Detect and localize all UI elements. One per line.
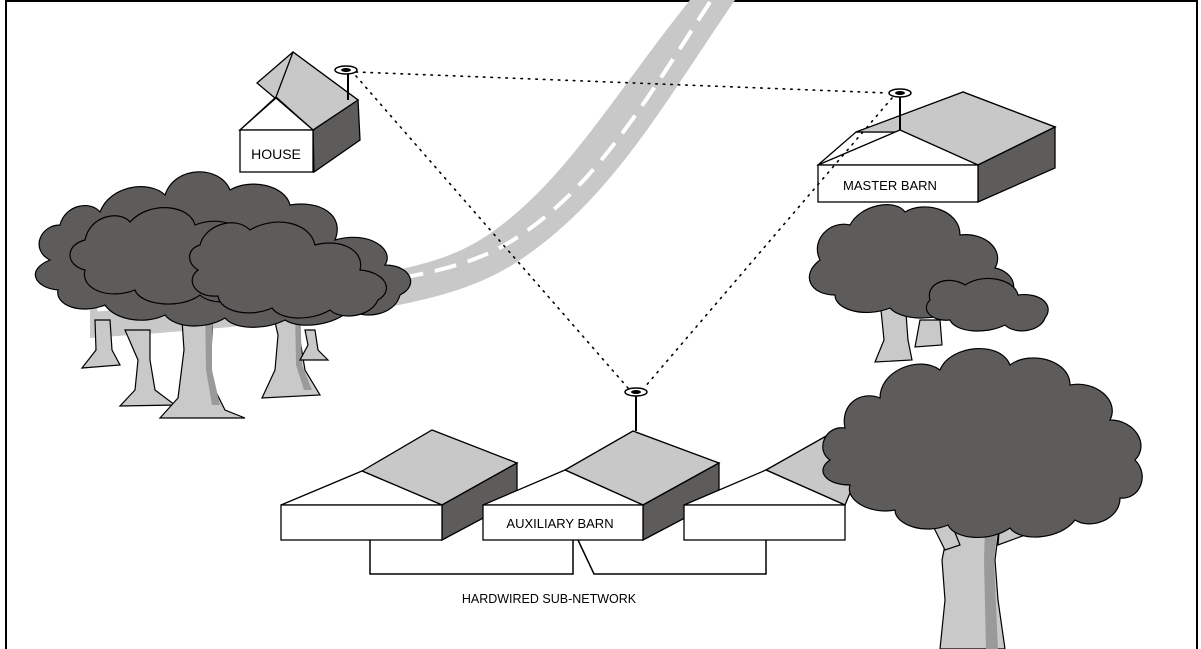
- house: HOUSE: [238, 50, 361, 174]
- auxiliary-barn-left: [280, 429, 519, 542]
- tree-cluster-right: [808, 204, 1049, 363]
- tree-cluster-left: [34, 171, 412, 419]
- link-house-auxiliary: [355, 75, 629, 389]
- subnetwork-label: HARDWIRED SUB-NETWORK: [462, 592, 637, 606]
- wire-right: [577, 539, 767, 575]
- diagram-border: [5, 0, 1198, 649]
- master-barn-label: MASTER BARN: [843, 178, 937, 193]
- master-barn: MASTER BARN: [816, 88, 1057, 203]
- hardwired-subnetwork: HARDWIRED SUB-NETWORK: [369, 539, 767, 606]
- link-house-master: [355, 71, 889, 94]
- wire-left: [369, 540, 574, 575]
- auxiliary-barn-center: AUXILIARY BARN: [482, 387, 721, 542]
- tree-foreground-right: [822, 347, 1143, 649]
- house-label: HOUSE: [251, 146, 301, 162]
- wireless-links: [355, 71, 893, 389]
- auxiliary-barn-label: AUXILIARY BARN: [506, 516, 613, 531]
